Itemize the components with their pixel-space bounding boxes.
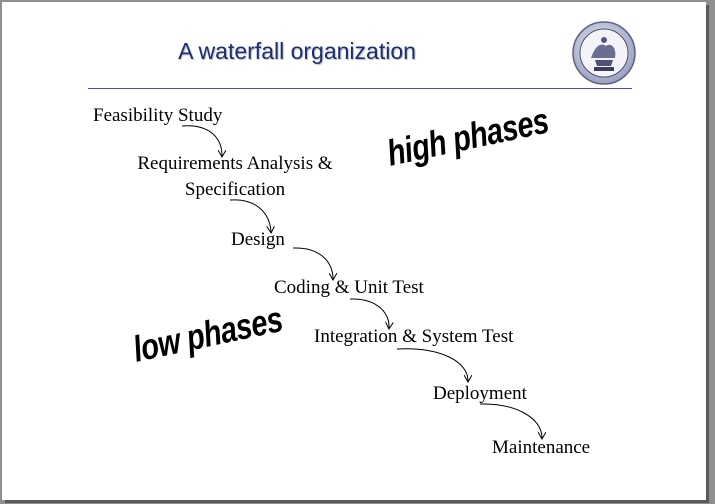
phase-deployment: Deployment [433, 383, 527, 404]
phase-feasibility-study: Feasibility Study [93, 105, 223, 126]
title-divider [88, 88, 632, 89]
phase-design: Design [231, 229, 285, 250]
waterfall-arrows [181, 125, 706, 500]
phase-requirements-line-2: Specification [184, 179, 286, 200]
phase-requirements-line-1: Requirements Analysis & [137, 153, 333, 174]
arrow-coding-to-integration [349, 298, 389, 328]
arrow-design-to-coding [292, 247, 333, 279]
slide-title: A waterfall organization [178, 38, 416, 64]
slide: A waterfall organization Feasibility Stu… [2, 2, 706, 500]
university-seal-logo [572, 21, 636, 85]
arrow-integration-to-deployment [396, 348, 468, 381]
arrow-feasibility-to-requirements [181, 125, 222, 156]
phase-coding-unit-test: Coding & Unit Test [274, 277, 424, 298]
arrow-requirements-to-design [229, 199, 271, 232]
phase-maintenance: Maintenance [492, 437, 591, 458]
arrow-deployment-to-maintenance [479, 403, 542, 438]
phase-integration-system-test: Integration & System Test [314, 326, 514, 347]
phase-requirements-analysis: Requirements Analysis & Specification [122, 151, 348, 203]
